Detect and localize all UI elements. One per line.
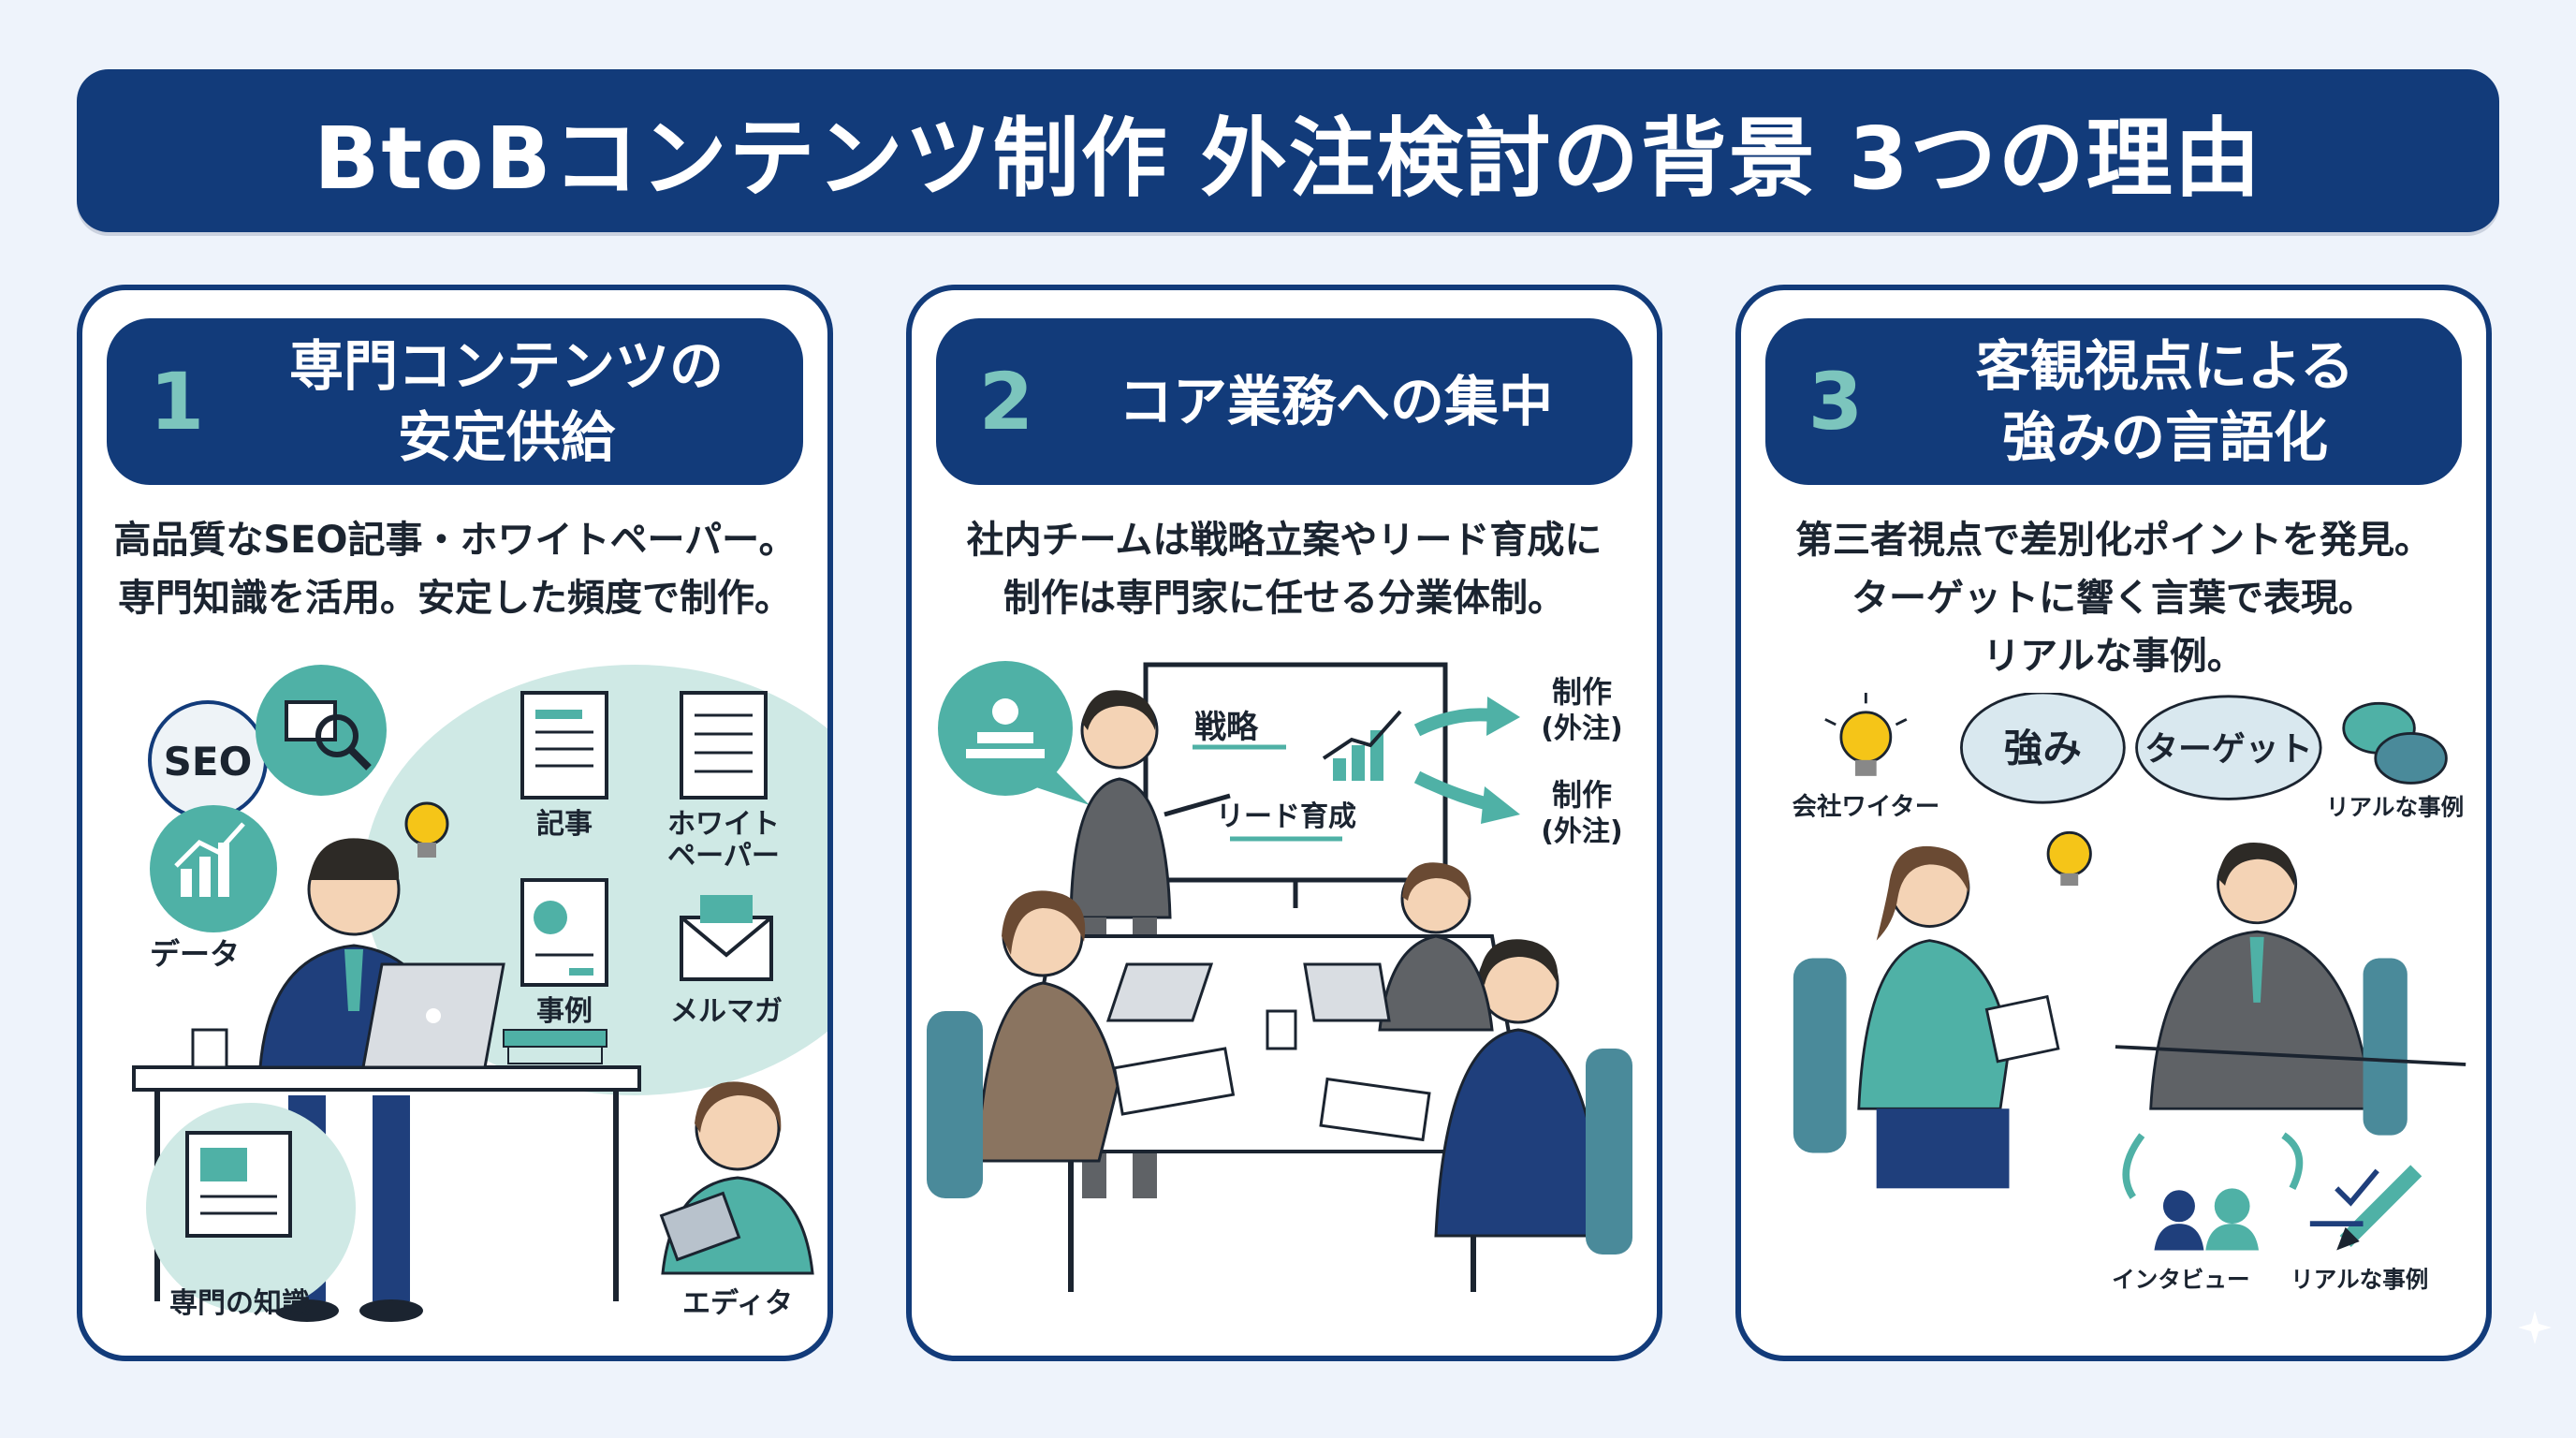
strength-label: 強み (2004, 726, 2082, 771)
description-line: 専門知識を活用。安定した頻度で制作。 (118, 577, 792, 620)
card-title-1: 専門コンテンツの 安定供給 (247, 330, 803, 473)
mailmag-label: メルマガ (670, 995, 783, 1028)
lead-label: リード育成 (1216, 800, 1356, 833)
sparkle-icon (2518, 1311, 2552, 1344)
production-label-2b: (外注) (1541, 815, 1622, 848)
card-title-3: 客観視点による 強みの言語化 (1906, 330, 2462, 473)
card-number-3: 3 (1808, 356, 1864, 448)
knowledge-label: 専門の知識 (169, 1287, 310, 1320)
description-line: 社内チームは戦略立案やリード育成に (966, 519, 1603, 562)
card-title-line: 安定供給 (397, 405, 615, 469)
interview-label: インタビュー (2112, 1266, 2249, 1293)
description-line: ターゲットに響く言葉で表現。 (1852, 577, 2376, 620)
strength-bubble (1960, 693, 2126, 804)
whitepaper-label-line1: ホワイト (667, 808, 780, 841)
report-paper (1112, 1047, 1236, 1116)
pie-chart-icon (520, 878, 608, 987)
illustration-core-focus: 戦略 リード育成 制作 (外注) 制作 (外注) (927, 661, 1632, 1292)
editor-label: エディタ (682, 1287, 793, 1320)
lightbulb-icon (2046, 830, 2092, 887)
reason-card-3: 3 客観視点による 強みの言語化 第三者視点で差別化ポイントを発見。 ターゲット… (1735, 285, 2492, 1361)
envelope-icon (680, 895, 773, 981)
arrow-icon (1413, 697, 1520, 824)
article-document-icon (520, 691, 608, 800)
newspaper-icon (185, 1131, 292, 1238)
lightbulb-icon (1824, 693, 1908, 776)
production-label-2a: 制作 (1552, 777, 1612, 813)
team-meeting-icon (966, 698, 1045, 758)
writer-label: 会社ワイター (1793, 792, 1940, 821)
main-title-bar: BtoBコンテンツ制作 外注検討の背景 3つの理由 (77, 69, 2499, 232)
card-header-3: 3 客観視点による 強みの言語化 (1765, 318, 2462, 485)
production-label-1b: (外注) (1541, 712, 1622, 745)
target-label: ターゲット (2144, 730, 2313, 769)
whiteboard (1143, 662, 1448, 883)
card-title-line: コア業務への集中 (1118, 370, 1553, 433)
desk (132, 1065, 641, 1092)
pen-holder (1266, 1009, 1297, 1050)
woman-figure-left (927, 890, 1120, 1198)
card-title-line: 専門コンテンツの (288, 334, 724, 398)
description-line: 第三者視点で差別化ポイントを発見。 (1795, 519, 2432, 562)
reason-card-2: 2 コア業務への集中 社内チームは戦略立案やリード育成に 制作は専門家に任せる分… (906, 285, 1662, 1361)
coffee-mug (191, 1028, 228, 1069)
card-title-line: 客観視点による (1975, 334, 2355, 398)
writer-woman-figure (1793, 845, 2060, 1189)
lightbulb-icon (404, 801, 449, 858)
laptop-icon (1105, 962, 1391, 1022)
seo-label: SEO (164, 739, 253, 785)
speech-bubble-icon (2342, 701, 2448, 785)
data-bubble (150, 805, 277, 932)
client-man-figure (2149, 843, 2408, 1136)
production-label-1a: 制作 (1552, 674, 1612, 710)
check-icon (2309, 1168, 2379, 1226)
pen-icon (2336, 1165, 2422, 1251)
description-line: 高品質なSEO記事・ホワイトペーパー。 (113, 519, 797, 562)
cycle-arrow-right (2281, 1132, 2304, 1191)
chart-icon (1322, 710, 1402, 781)
data-label: データ (150, 936, 240, 972)
bar-chart-icon (174, 822, 245, 897)
laptop-icon (361, 962, 505, 1069)
description-line: 制作は専門家に任せる分業体制。 (1003, 577, 1565, 620)
card-number-2: 2 (978, 356, 1034, 448)
real-case-label-bottom: リアルな事例 (2291, 1266, 2428, 1293)
team-meeting-bubble (938, 661, 1073, 796)
target-bubble (2135, 695, 2322, 800)
card-description-1: 高品質なSEO記事・ホワイトペーパー。 専門知識を活用。安定した頻度で制作。 (101, 511, 809, 627)
man-figure-right (1434, 939, 1632, 1255)
report-paper (1319, 1077, 1431, 1142)
real-case-label-top: リアルな事例 (2326, 793, 2464, 820)
cycle-arrow-left (2122, 1133, 2145, 1199)
card-title-line: 強みの言語化 (2001, 405, 2328, 469)
case-label: 事例 (536, 995, 593, 1028)
search-icon (285, 700, 372, 770)
illustration-objective-view: 会社ワイター 強み ターゲット リアルな事例 (1793, 693, 2466, 1293)
card-description-2: 社内チームは戦略立案やリード育成に 制作は専門家に任せる分業体制。 (930, 511, 1638, 627)
editor-figure (659, 1081, 814, 1275)
card-number-1: 1 (149, 356, 205, 448)
card-header-2: 2 コア業務への集中 (936, 318, 1632, 485)
reason-card-1: 1 専門コンテンツの 安定供給 高品質なSEO記事・ホワイトペーパー。 専門知識… (77, 285, 833, 1361)
card-description-3: 第三者視点で差別化ポイントを発見。 ターゲットに響く言葉で表現。 リアルな事例。 (1760, 511, 2467, 685)
whitepaper-label-line2: ペーパー (667, 840, 780, 873)
card-title-2: コア業務への集中 (1076, 366, 1632, 437)
strategy-label: 戦略 (1194, 709, 1259, 746)
woman-figure-back (1378, 862, 1494, 1032)
whitepaper-document-icon (680, 691, 768, 800)
table-edge (2115, 1045, 2466, 1066)
article-label: 記事 (536, 808, 593, 841)
main-title: BtoBコンテンツ制作 外注検討の背景 3つの理由 (314, 108, 2262, 209)
description-line: リアルな事例。 (1983, 635, 2245, 678)
user-icon (2154, 1188, 2260, 1251)
illustration-content-supply: SEO データ 記事 (132, 665, 827, 1322)
books (503, 1029, 607, 1048)
card-header-1: 1 専門コンテンツの 安定供給 (107, 318, 803, 485)
